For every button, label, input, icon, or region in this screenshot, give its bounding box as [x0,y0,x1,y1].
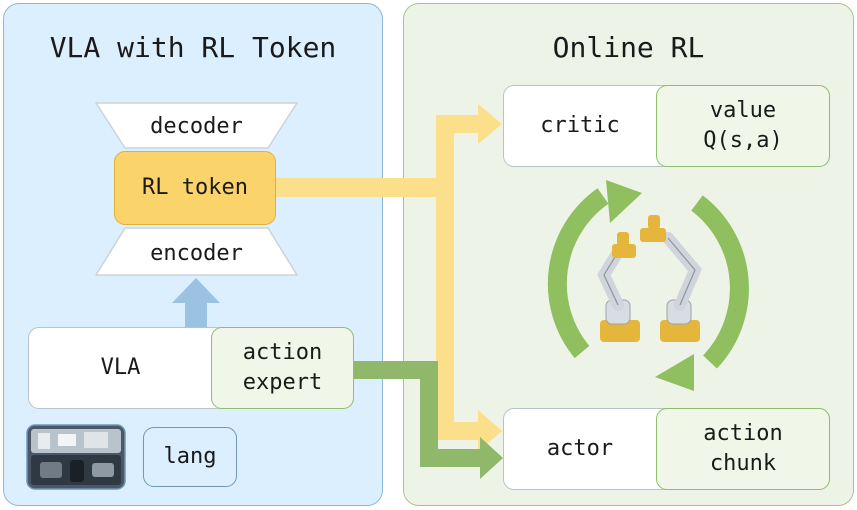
online-rl-panel-title: Online RL [552,31,705,64]
actor-label: actor [546,436,614,462]
cycle-arrows [547,188,749,369]
action-expert-label: action expert [242,340,323,395]
lang-label: lang [163,444,217,470]
action-expert-box: action expert [211,327,354,409]
token-arrow [274,104,502,452]
value-label: value Q(s,a) [703,98,783,153]
action-chunk-label: action chunk [703,421,783,476]
up-arrow [172,278,220,328]
vla-label: VLA [100,355,141,381]
critic-label: critic [540,113,620,139]
decoder-label: decoder [150,114,243,139]
encoder-shape [95,227,298,276]
lang-box: lang [143,427,237,487]
rl-token-box: RL token [114,151,276,225]
action-chunk-box: action chunk [656,408,830,490]
cycle-arrowhead-bottom [655,354,694,391]
decoder-shape [95,102,298,149]
encoder-label: encoder [150,241,243,266]
cycle-arrowhead-top [606,180,642,223]
expert-arrow [352,361,503,479]
camera-image [26,424,126,490]
rl-token-label: RL token [142,175,248,201]
robot-arms-icon [597,215,702,342]
vla-panel-title: VLA with RL Token [49,31,337,64]
value-box: value Q(s,a) [656,85,830,167]
